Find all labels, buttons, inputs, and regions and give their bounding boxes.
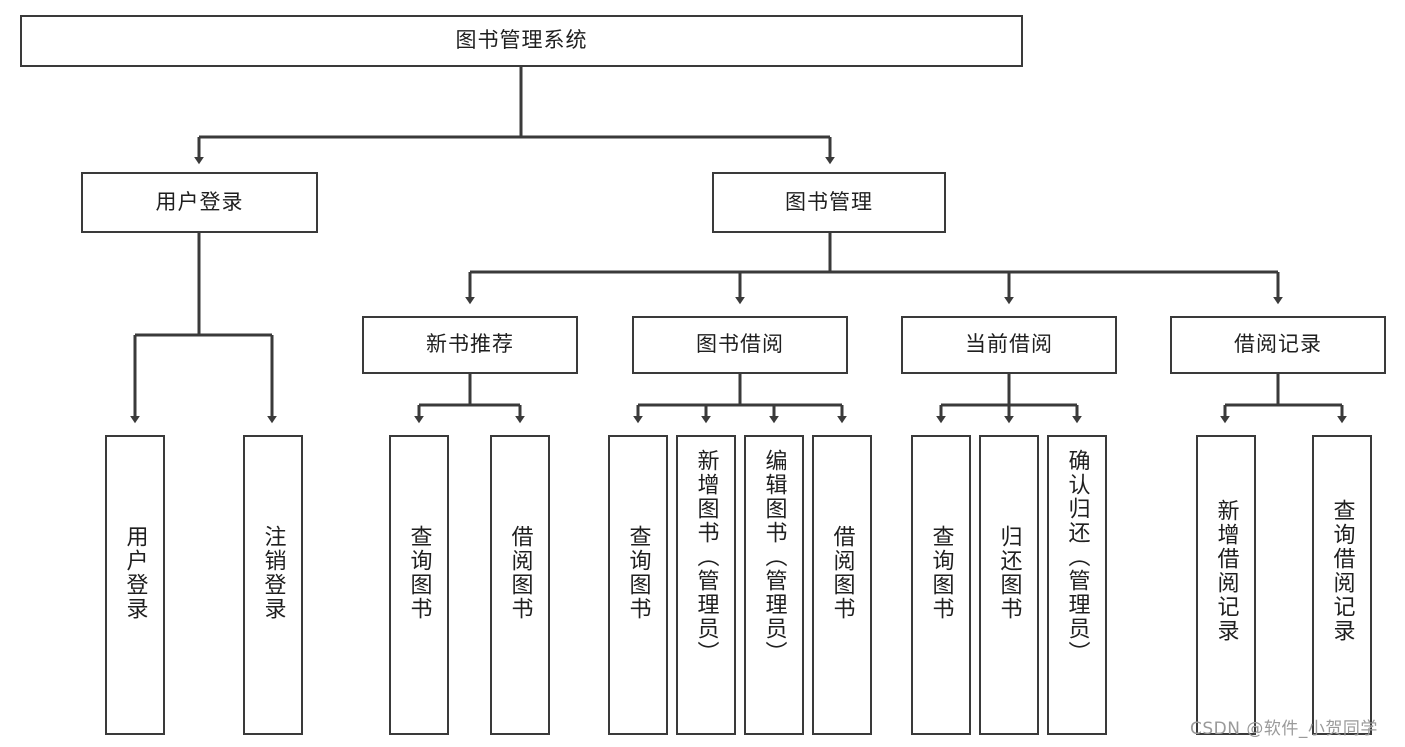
- leaf-query-book-recommend[interactable]: 查询图书: [389, 435, 449, 735]
- leaf-add-book-admin[interactable]: 新增图书（管理员）: [676, 435, 736, 735]
- leaf-label: 归还图书: [996, 525, 1022, 621]
- node-label: 图书管理系统: [455, 28, 588, 53]
- watermark: CSDN @软件_小贺同学: [1190, 719, 1378, 739]
- leaf-edit-book-admin[interactable]: 编辑图书（管理员）: [744, 435, 804, 735]
- leaf-label: 确认归还（管理员）: [1064, 449, 1090, 665]
- leaf-label: 编辑图书（管理员）: [761, 449, 787, 665]
- node-label: 借阅记录: [1234, 332, 1322, 357]
- node-label: 用户登录: [155, 189, 244, 214]
- node-label: 新书推荐: [426, 332, 514, 357]
- node-book-management[interactable]: 图书管理: [712, 172, 946, 233]
- node-label: 图书管理: [785, 189, 873, 214]
- leaf-label: 新增借阅记录: [1213, 499, 1239, 643]
- leaf-label: 借阅图书: [507, 525, 533, 621]
- leaf-query-book-borrow[interactable]: 查询图书: [608, 435, 668, 735]
- node-new-book-recommend[interactable]: 新书推荐: [362, 316, 578, 374]
- leaf-label: 查询借阅记录: [1329, 499, 1355, 643]
- leaf-query-borrow-record[interactable]: 查询借阅记录: [1312, 435, 1372, 735]
- leaf-label: 查询图书: [625, 525, 651, 621]
- leaf-confirm-return-admin[interactable]: 确认归还（管理员）: [1047, 435, 1107, 735]
- leaf-return-book[interactable]: 归还图书: [979, 435, 1039, 735]
- leaf-add-borrow-record[interactable]: 新增借阅记录: [1196, 435, 1256, 735]
- leaf-label: 借阅图书: [829, 525, 855, 621]
- node-borrow-record[interactable]: 借阅记录: [1170, 316, 1386, 374]
- node-current-borrow[interactable]: 当前借阅: [901, 316, 1117, 374]
- leaf-label: 查询图书: [406, 525, 432, 621]
- leaf-borrow-book-recommend[interactable]: 借阅图书: [490, 435, 550, 735]
- leaf-borrow-book[interactable]: 借阅图书: [812, 435, 872, 735]
- leaf-label: 用户登录: [122, 525, 148, 621]
- node-label: 图书借阅: [696, 332, 784, 357]
- node-label: 当前借阅: [965, 332, 1053, 357]
- leaf-user-login[interactable]: 用户登录: [105, 435, 165, 735]
- leaf-label: 查询图书: [928, 525, 954, 621]
- node-root-book-management-system[interactable]: 图书管理系统: [20, 15, 1023, 67]
- leaf-query-book-current[interactable]: 查询图书: [911, 435, 971, 735]
- node-book-borrow[interactable]: 图书借阅: [632, 316, 848, 374]
- leaf-logout-login[interactable]: 注销登录: [243, 435, 303, 735]
- node-user-login[interactable]: 用户登录: [81, 172, 318, 233]
- leaf-label: 注销登录: [260, 525, 286, 621]
- leaf-label: 新增图书（管理员）: [693, 449, 719, 665]
